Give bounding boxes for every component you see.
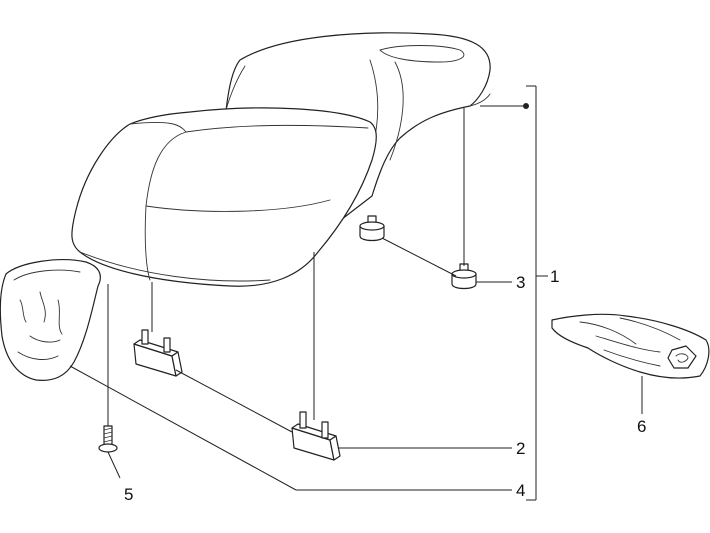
callout-1: 1 (550, 267, 559, 286)
callout-4: 4 (516, 481, 525, 500)
mounting-bracket-left (133, 329, 183, 377)
callout-6: 6 (637, 417, 646, 436)
rubber-buffer-upper (359, 215, 385, 242)
seat-cover (551, 313, 710, 379)
seat-assembly (0, 32, 491, 381)
callout-3: 3 (516, 273, 525, 292)
seat-front-cushion (71, 107, 377, 287)
seat-front-tray (0, 259, 101, 381)
screw (98, 425, 118, 453)
callout-5: 5 (124, 485, 133, 504)
leader-lines (69, 85, 643, 501)
callout-2: 2 (516, 439, 525, 458)
mounting-bracket-right (291, 411, 341, 461)
